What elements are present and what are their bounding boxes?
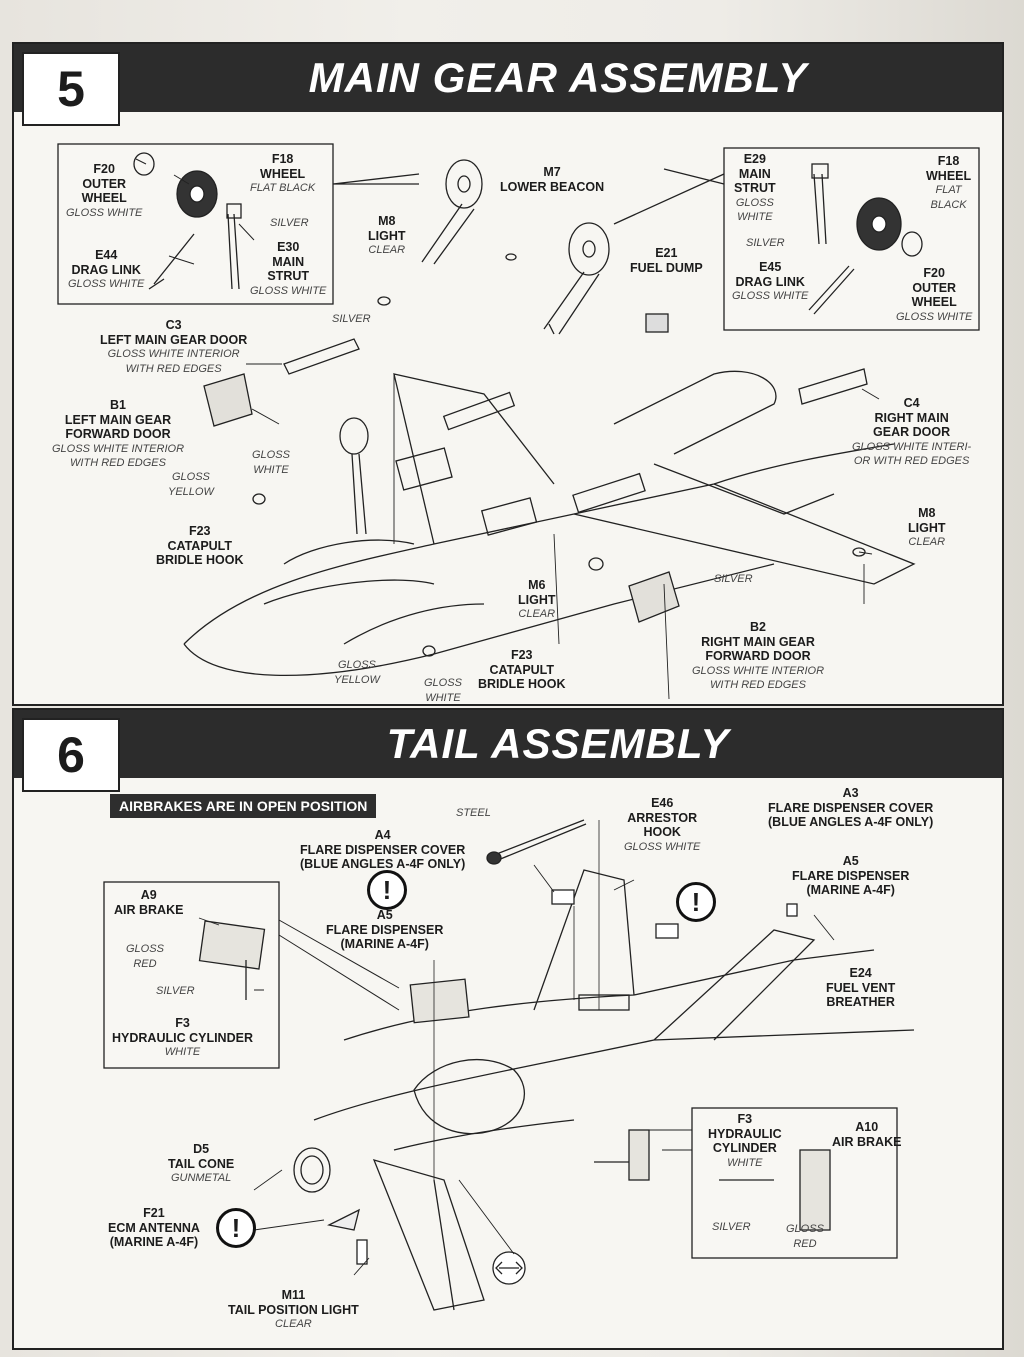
- label-f18-left: F18 WHEEL FLAT BLACK: [250, 152, 316, 194]
- label-f20-left: F20 OUTER WHEEL GLOSS WHITE: [66, 162, 143, 219]
- label-a5-left: A5 FLARE DISPENSER (MARINE A-4F): [326, 908, 444, 951]
- label-silver-mid: SILVER: [332, 313, 371, 325]
- label-gloss-yellow-hook: GLOSS YELLOW: [168, 471, 214, 498]
- label-a5-right: A5 FLARE DISPENSER (MARINE A-4F): [792, 854, 910, 897]
- label-e30: E30 MAIN STRUT GLOSS WHITE: [250, 240, 327, 297]
- label-f3-right: F3 HYDRAULIC CYLINDER WHITE: [708, 1112, 782, 1169]
- label-a9: A9 AIR BRAKE: [114, 888, 184, 917]
- label-c4: C4 RIGHT MAIN GEAR DOOR GLOSS WHITE INTE…: [852, 396, 972, 467]
- step-title: MAIN GEAR ASSEMBLY: [308, 54, 808, 101]
- step-5-header-band: [14, 44, 1002, 112]
- label-silver-right: SILVER: [712, 1221, 751, 1233]
- step-6-header-band: [14, 710, 1002, 778]
- label-gloss-red-right: GLOSS RED: [786, 1223, 824, 1250]
- label-gloss-white-hook: GLOSS WHITE: [252, 449, 290, 476]
- label-m8-top: M8 LIGHT CLEAR: [368, 214, 406, 256]
- label-f23-top: F23 CATAPULT BRIDLE HOOK: [156, 524, 244, 567]
- label-silver-right-inset: SILVER: [746, 237, 785, 249]
- label-e24: E24 FUEL VENT BREATHER: [826, 966, 896, 1009]
- label-b1: B1 LEFT MAIN GEAR FORWARD DOOR GLOSS WHI…: [52, 398, 185, 469]
- label-f23-bottom: F23 CATAPULT BRIDLE HOOK: [478, 648, 566, 691]
- step-6-panel: 6 TAIL ASSEMBLY AIRBRAKES ARE IN OPEN PO…: [12, 708, 1004, 1350]
- label-silver-left-inset: SILVER: [270, 217, 309, 229]
- airbrake-note: AIRBRAKES ARE IN OPEN POSITION: [110, 794, 377, 818]
- label-m8-right: M8 LIGHT CLEAR: [908, 506, 946, 548]
- label-gloss-white-bottom: GLOSS WHITE: [424, 677, 462, 704]
- label-b2: B2 RIGHT MAIN GEAR FORWARD DOOR GLOSS WH…: [692, 620, 825, 691]
- label-f3-left: F3 HYDRAULIC CYLINDER WHITE: [112, 1016, 253, 1058]
- step-title: TAIL ASSEMBLY: [386, 720, 730, 767]
- label-silver-left: SILVER: [156, 985, 195, 997]
- label-a3: A3 FLARE DISPENSER COVER (BLUE ANGLES A-…: [768, 786, 934, 829]
- label-steel: STEEL: [456, 807, 491, 819]
- label-gloss-red-left: GLOSS RED: [126, 943, 164, 970]
- main-gear-illustration: [57, 143, 980, 700]
- label-d5: D5 TAIL CONE GUNMETAL: [168, 1142, 235, 1184]
- step-number: 6: [22, 718, 120, 792]
- label-a4: A4 FLARE DISPENSER COVER (BLUE ANGLES A-…: [300, 828, 466, 871]
- step-number: 5: [22, 52, 120, 126]
- label-e21: E21 FUEL DUMP: [630, 246, 703, 275]
- label-e46: E46 ARRESTOR HOOK GLOSS WHITE: [624, 796, 701, 853]
- label-e44: E44 DRAG LINK GLOSS WHITE: [68, 248, 145, 290]
- label-m7: M7 LOWER BEACON: [500, 165, 605, 194]
- label-e45: E45 DRAG LINK GLOSS WHITE: [732, 260, 809, 302]
- warning-icon: !: [676, 882, 716, 922]
- label-e29: E29 MAIN STRUT GLOSS WHITE: [734, 152, 776, 223]
- label-m11: M11 TAIL POSITION LIGHT CLEAR: [228, 1288, 359, 1330]
- tail-assembly-illustration: [103, 819, 915, 1311]
- label-c3: C3 LEFT MAIN GEAR DOOR GLOSS WHITE INTER…: [100, 318, 248, 375]
- label-f18-right: F18 WHEEL FLAT BLACK: [926, 154, 972, 211]
- label-m6: M6 LIGHT CLEAR: [518, 578, 556, 620]
- warning-icon: !: [216, 1208, 256, 1248]
- step-5-panel: 5 MAIN GEAR ASSEMBLY: [12, 42, 1004, 706]
- label-a10: A10 AIR BRAKE: [832, 1120, 902, 1149]
- label-gloss-yellow-bottom: GLOSS YELLOW: [334, 659, 380, 686]
- label-silver-wing: SILVER: [714, 573, 753, 585]
- label-f20-right: F20 OUTER WHEEL GLOSS WHITE: [896, 266, 973, 323]
- label-f21: F21 ECM ANTENNA (MARINE A-4F): [108, 1206, 200, 1249]
- warning-icon: !: [367, 870, 407, 910]
